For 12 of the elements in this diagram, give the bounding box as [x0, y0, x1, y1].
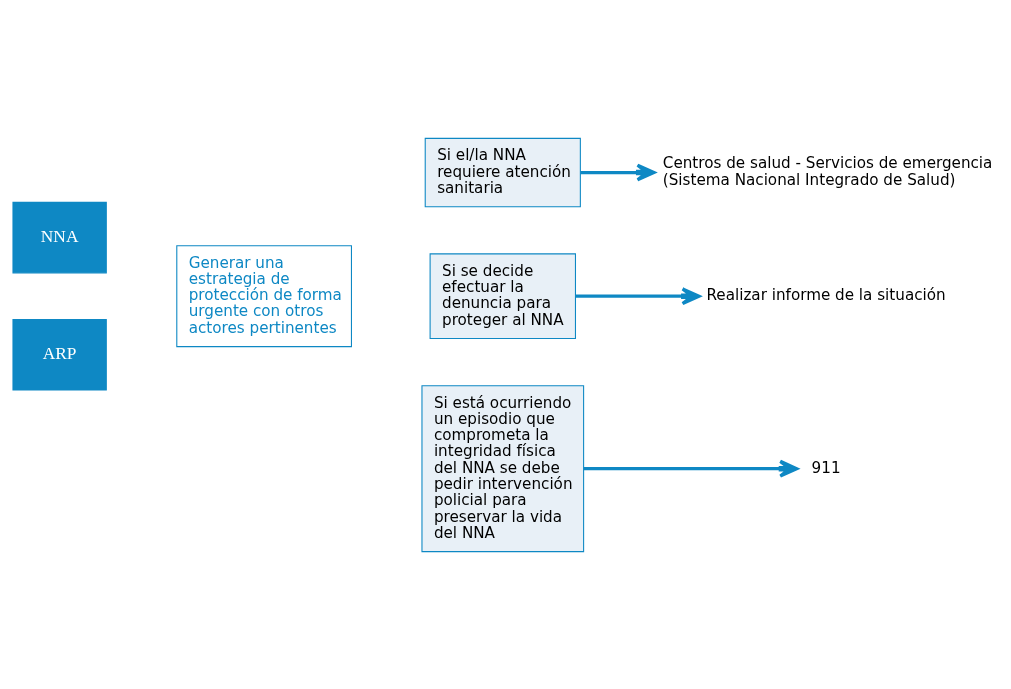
arrow: [583, 459, 799, 478]
node-box: Si está ocurriendo un episodio que comprometa la integridad física del NNA se debe pedir intervención policial para preservar la vida del NNA: [421, 384, 585, 552]
node-text: Centros de salud - Servicios de emergencia (Sistema Nacional Integrado de Salud): [662, 153, 993, 189]
arrow: [575, 286, 701, 305]
node-box: Si el/la NNA requiere atención sanitaria: [424, 137, 581, 207]
node-text: Realizar informe de la situación: [706, 285, 946, 304]
node-box: ARP: [12, 318, 107, 391]
node-box: Generar una estrategia de protección de forma urgente con otros actores pertinentes: [176, 244, 352, 347]
node-box: Si se decide efectuar la denuncia para proteger al NNA: [429, 252, 576, 339]
node-box: NNA: [12, 201, 107, 273]
arrow: [580, 163, 656, 181]
node-text: 911: [811, 458, 841, 477]
